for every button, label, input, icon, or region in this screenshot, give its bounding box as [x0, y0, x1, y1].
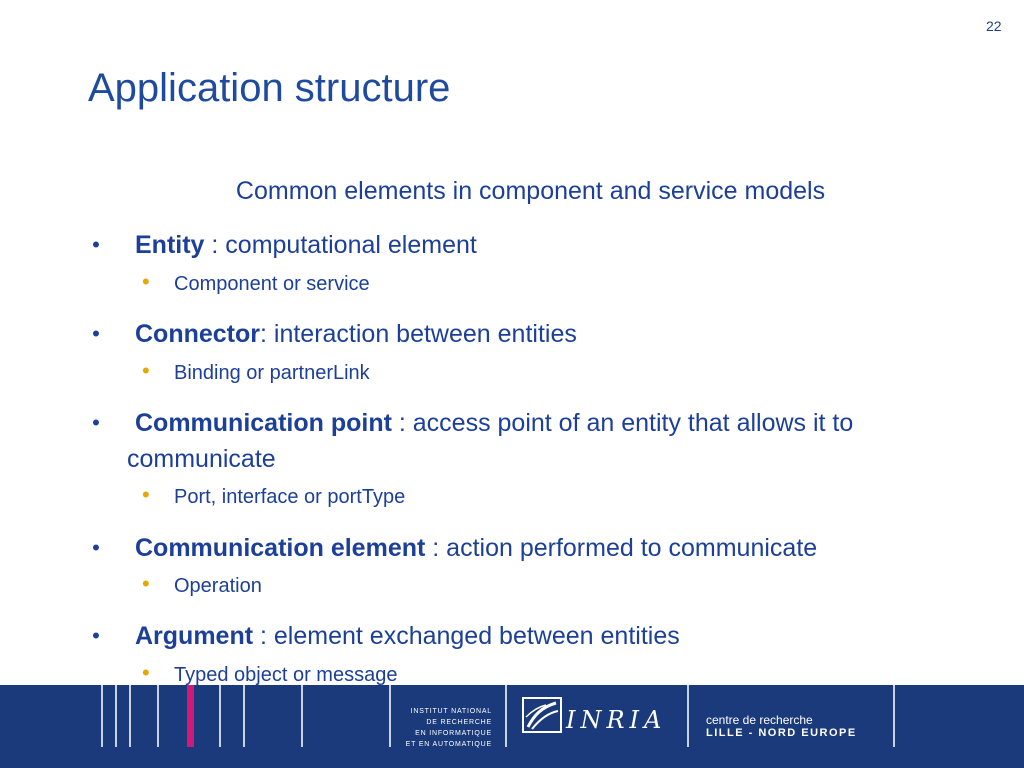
institut-line: DE RECHERCHE	[426, 719, 492, 726]
bullet-icon: •	[92, 232, 100, 257]
institut-text: INSTITUT NATIONAL DE RECHERCHE EN INFORM…	[400, 706, 492, 750]
bullet-term: Communication element	[135, 534, 426, 562]
sub-bullet-text: Operation	[174, 575, 262, 597]
footer-divider	[505, 685, 507, 747]
footer-divider	[129, 685, 131, 747]
sub-bullet-communication-point: • Port, interface or portType	[142, 482, 406, 510]
bullet-communication-element: • Communication element : action performe…	[92, 530, 1007, 566]
footer-divider	[389, 685, 391, 747]
sub-bullet-connector: • Binding or partnerLink	[142, 358, 370, 386]
bullet-connector: • Connector: interaction between entities	[92, 316, 1007, 352]
bullet-description: : action performed to communicate	[425, 534, 818, 562]
bullet-icon: •	[92, 321, 100, 346]
footer-accent-bar	[187, 685, 194, 747]
bullet-term: Entity	[135, 231, 205, 259]
inria-logo-icon	[522, 697, 562, 733]
bullet-argument: • Argument : element exchanged between en…	[92, 618, 1007, 654]
bullet-icon: •	[92, 410, 100, 435]
bullet-icon: •	[92, 535, 100, 560]
footer-divider	[687, 685, 689, 747]
footer-divider	[157, 685, 159, 747]
centre-name: LILLE - NORD EUROPE	[706, 727, 857, 739]
bullet-description: : interaction between entities	[260, 320, 577, 348]
footer-divider	[115, 685, 117, 747]
slide-number: 22	[986, 18, 1002, 34]
sub-bullet-icon: •	[142, 660, 150, 685]
slide-title: Application structure	[88, 66, 451, 110]
sub-bullet-text: Port, interface or portType	[174, 486, 406, 508]
bullet-description: : access point of an entity that allows …	[127, 409, 854, 473]
sub-bullet-text: Component or service	[174, 273, 370, 295]
institut-line: INSTITUT NATIONAL	[410, 708, 492, 715]
bullet-term: Argument	[135, 622, 254, 650]
footer-banner: INSTITUT NATIONAL DE RECHERCHE EN INFORM…	[0, 685, 1024, 768]
bullet-entity: • Entity : computational element	[92, 227, 1007, 263]
bullet-term: Communication point	[135, 409, 392, 437]
bullet-communication-point: • Communication point : access point of a…	[92, 405, 1007, 477]
sub-bullet-argument: • Typed object or message	[142, 660, 398, 688]
sub-bullet-icon: •	[142, 482, 150, 507]
footer-divider	[219, 685, 221, 747]
sub-bullet-icon: •	[142, 269, 150, 294]
sub-bullet-icon: •	[142, 571, 150, 596]
bullet-description: : computational element	[204, 231, 477, 259]
bullet-term: Connector	[135, 320, 260, 348]
institut-line: ET EN AUTOMATIQUE	[405, 741, 492, 748]
footer-divider	[243, 685, 245, 747]
inria-logo-text: INRIA	[566, 706, 667, 734]
footer-divider	[893, 685, 895, 747]
bullet-description: : element exchanged between entities	[253, 622, 680, 650]
sub-bullet-text: Typed object or message	[174, 664, 398, 686]
sub-bullet-entity: • Component or service	[142, 269, 370, 297]
institut-line: EN INFORMATIQUE	[415, 730, 492, 737]
footer-divider	[101, 685, 103, 747]
sub-bullet-text: Binding or partnerLink	[174, 362, 370, 384]
footer-divider	[301, 685, 303, 747]
sub-bullet-icon: •	[142, 358, 150, 383]
slide-subtitle: Common elements in component and service…	[235, 177, 826, 205]
centre-label: centre de recherche	[706, 713, 813, 727]
sub-bullet-communication-element: • Operation	[142, 571, 262, 599]
bullet-icon: •	[92, 623, 100, 648]
